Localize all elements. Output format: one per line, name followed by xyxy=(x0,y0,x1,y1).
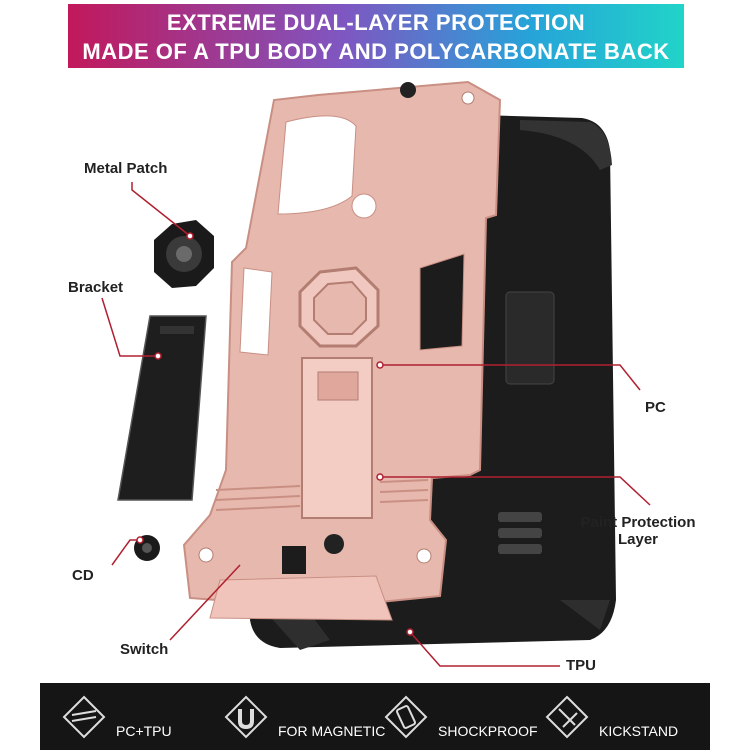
feature-label: SHOCKPROOF xyxy=(438,723,538,739)
banner-line-2: MADE OF A TPU BODY AND POLYCARBONATE BAC… xyxy=(82,39,670,64)
header-banner: EXTREME DUAL-LAYER PROTECTION MADE OF A … xyxy=(68,4,684,68)
label-paint-line-1: Paint Protection xyxy=(580,514,696,531)
label-metal-patch: Metal Patch xyxy=(84,160,168,177)
product-illustration xyxy=(101,80,651,667)
label-tpu: TPU xyxy=(566,657,596,674)
bracket xyxy=(117,315,207,501)
phone-shock-icon xyxy=(384,695,428,739)
banner-line-1: EXTREME DUAL-LAYER PROTECTION xyxy=(166,10,586,35)
feature-label: FOR MAGNETIC xyxy=(278,723,386,739)
label-pc: PC xyxy=(645,399,666,416)
feature-label: KICKSTAND xyxy=(599,723,679,739)
magnet-icon xyxy=(224,695,268,739)
kickstand-icon xyxy=(545,695,589,739)
label-switch: Switch xyxy=(120,641,169,658)
label-cd: CD xyxy=(72,567,94,584)
feature-label: PC+TPU xyxy=(116,723,172,739)
label-paint-line-2: Layer xyxy=(617,531,659,548)
metal-patch xyxy=(154,220,214,288)
label-bracket: Bracket xyxy=(68,279,124,296)
label-paint-protection: Paint Protection Layer xyxy=(572,514,704,548)
layers-icon xyxy=(62,695,106,739)
callout-lines xyxy=(101,182,651,667)
feature-strip: PC+TPU FOR MAGNETIC SHOCKPROOF KICKSTAND xyxy=(40,683,710,750)
